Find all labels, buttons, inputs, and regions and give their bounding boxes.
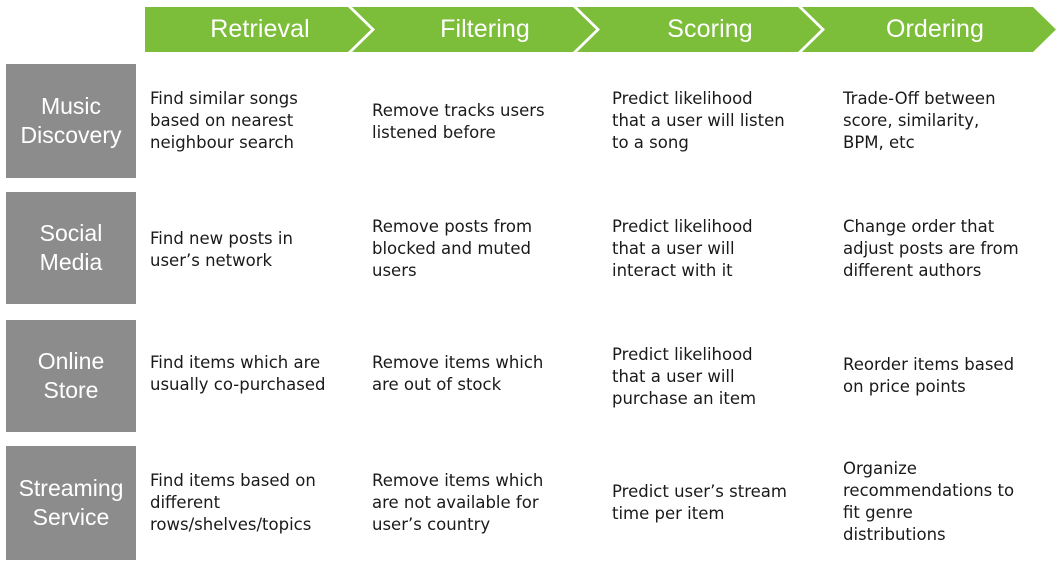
stage-arrow-scoring[interactable] (577, 7, 821, 52)
stage-label-retrieval[interactable]: Retrieval (210, 15, 310, 43)
stage-label-ordering[interactable]: Ordering (885, 15, 985, 43)
cell-social-media-scoring: Predict likelihood that a user will inte… (612, 217, 753, 280)
cell-online-store-retrieval: Find items which are usually co-purchase… (150, 353, 326, 394)
cell-streaming-service-scoring: Predict user’s stream time per item (612, 482, 787, 523)
cell-streaming-service-ordering: Organize recommendations to fit genre di… (843, 459, 1015, 544)
row-label-social-media[interactable]: Social Media (6, 192, 136, 304)
stage-arrow-ordering[interactable] (802, 7, 1056, 52)
cell-social-media-filtering: Remove posts from blocked and muted user… (372, 217, 533, 280)
cell-online-store-ordering: Reorder items based on price points (843, 355, 1015, 396)
stage-label-filtering[interactable]: Filtering (440, 15, 530, 43)
cell-streaming-service-filtering: Remove items which are not available for… (372, 471, 544, 534)
row-label-online-store[interactable]: Online Store (6, 320, 136, 432)
cell-music-discovery-retrieval: Find similar songs based on nearest neig… (150, 89, 298, 152)
stage-arrow-retrieval[interactable] (145, 7, 371, 52)
stage-arrow-filtering[interactable] (352, 7, 596, 52)
row-label-text: Online Store (37, 348, 105, 403)
row-label-text: Streaming Service (18, 475, 124, 530)
cell-streaming-service-retrieval: Find items based on different rows/shelv… (150, 471, 316, 534)
cell-music-discovery-filtering: Remove tracks users listened before (372, 101, 545, 142)
row-label-text: Music Discovery (20, 93, 122, 148)
cell-online-store-filtering: Remove items which are out of stock (372, 353, 544, 394)
stage-arrows-graphic (145, 7, 1056, 52)
cell-music-discovery-ordering: Trade-Off between score, similarity, BPM… (843, 89, 996, 152)
row-label-text: Social Media (39, 220, 103, 275)
cell-social-media-retrieval: Find new posts in user’s network (150, 229, 293, 270)
cell-social-media-ordering: Change order that adjust posts are from … (843, 217, 1019, 280)
stage-label-scoring[interactable]: Scoring (667, 15, 753, 43)
row-label-music-discovery[interactable]: Music Discovery (6, 64, 136, 178)
cell-music-discovery-scoring: Predict likelihood that a user will list… (612, 89, 785, 152)
process-stage-header: Retrieval Filtering Scoring Ordering (0, 0, 1062, 58)
cell-online-store-scoring: Predict likelihood that a user will purc… (612, 345, 757, 408)
row-label-streaming-service[interactable]: Streaming Service (6, 446, 136, 560)
